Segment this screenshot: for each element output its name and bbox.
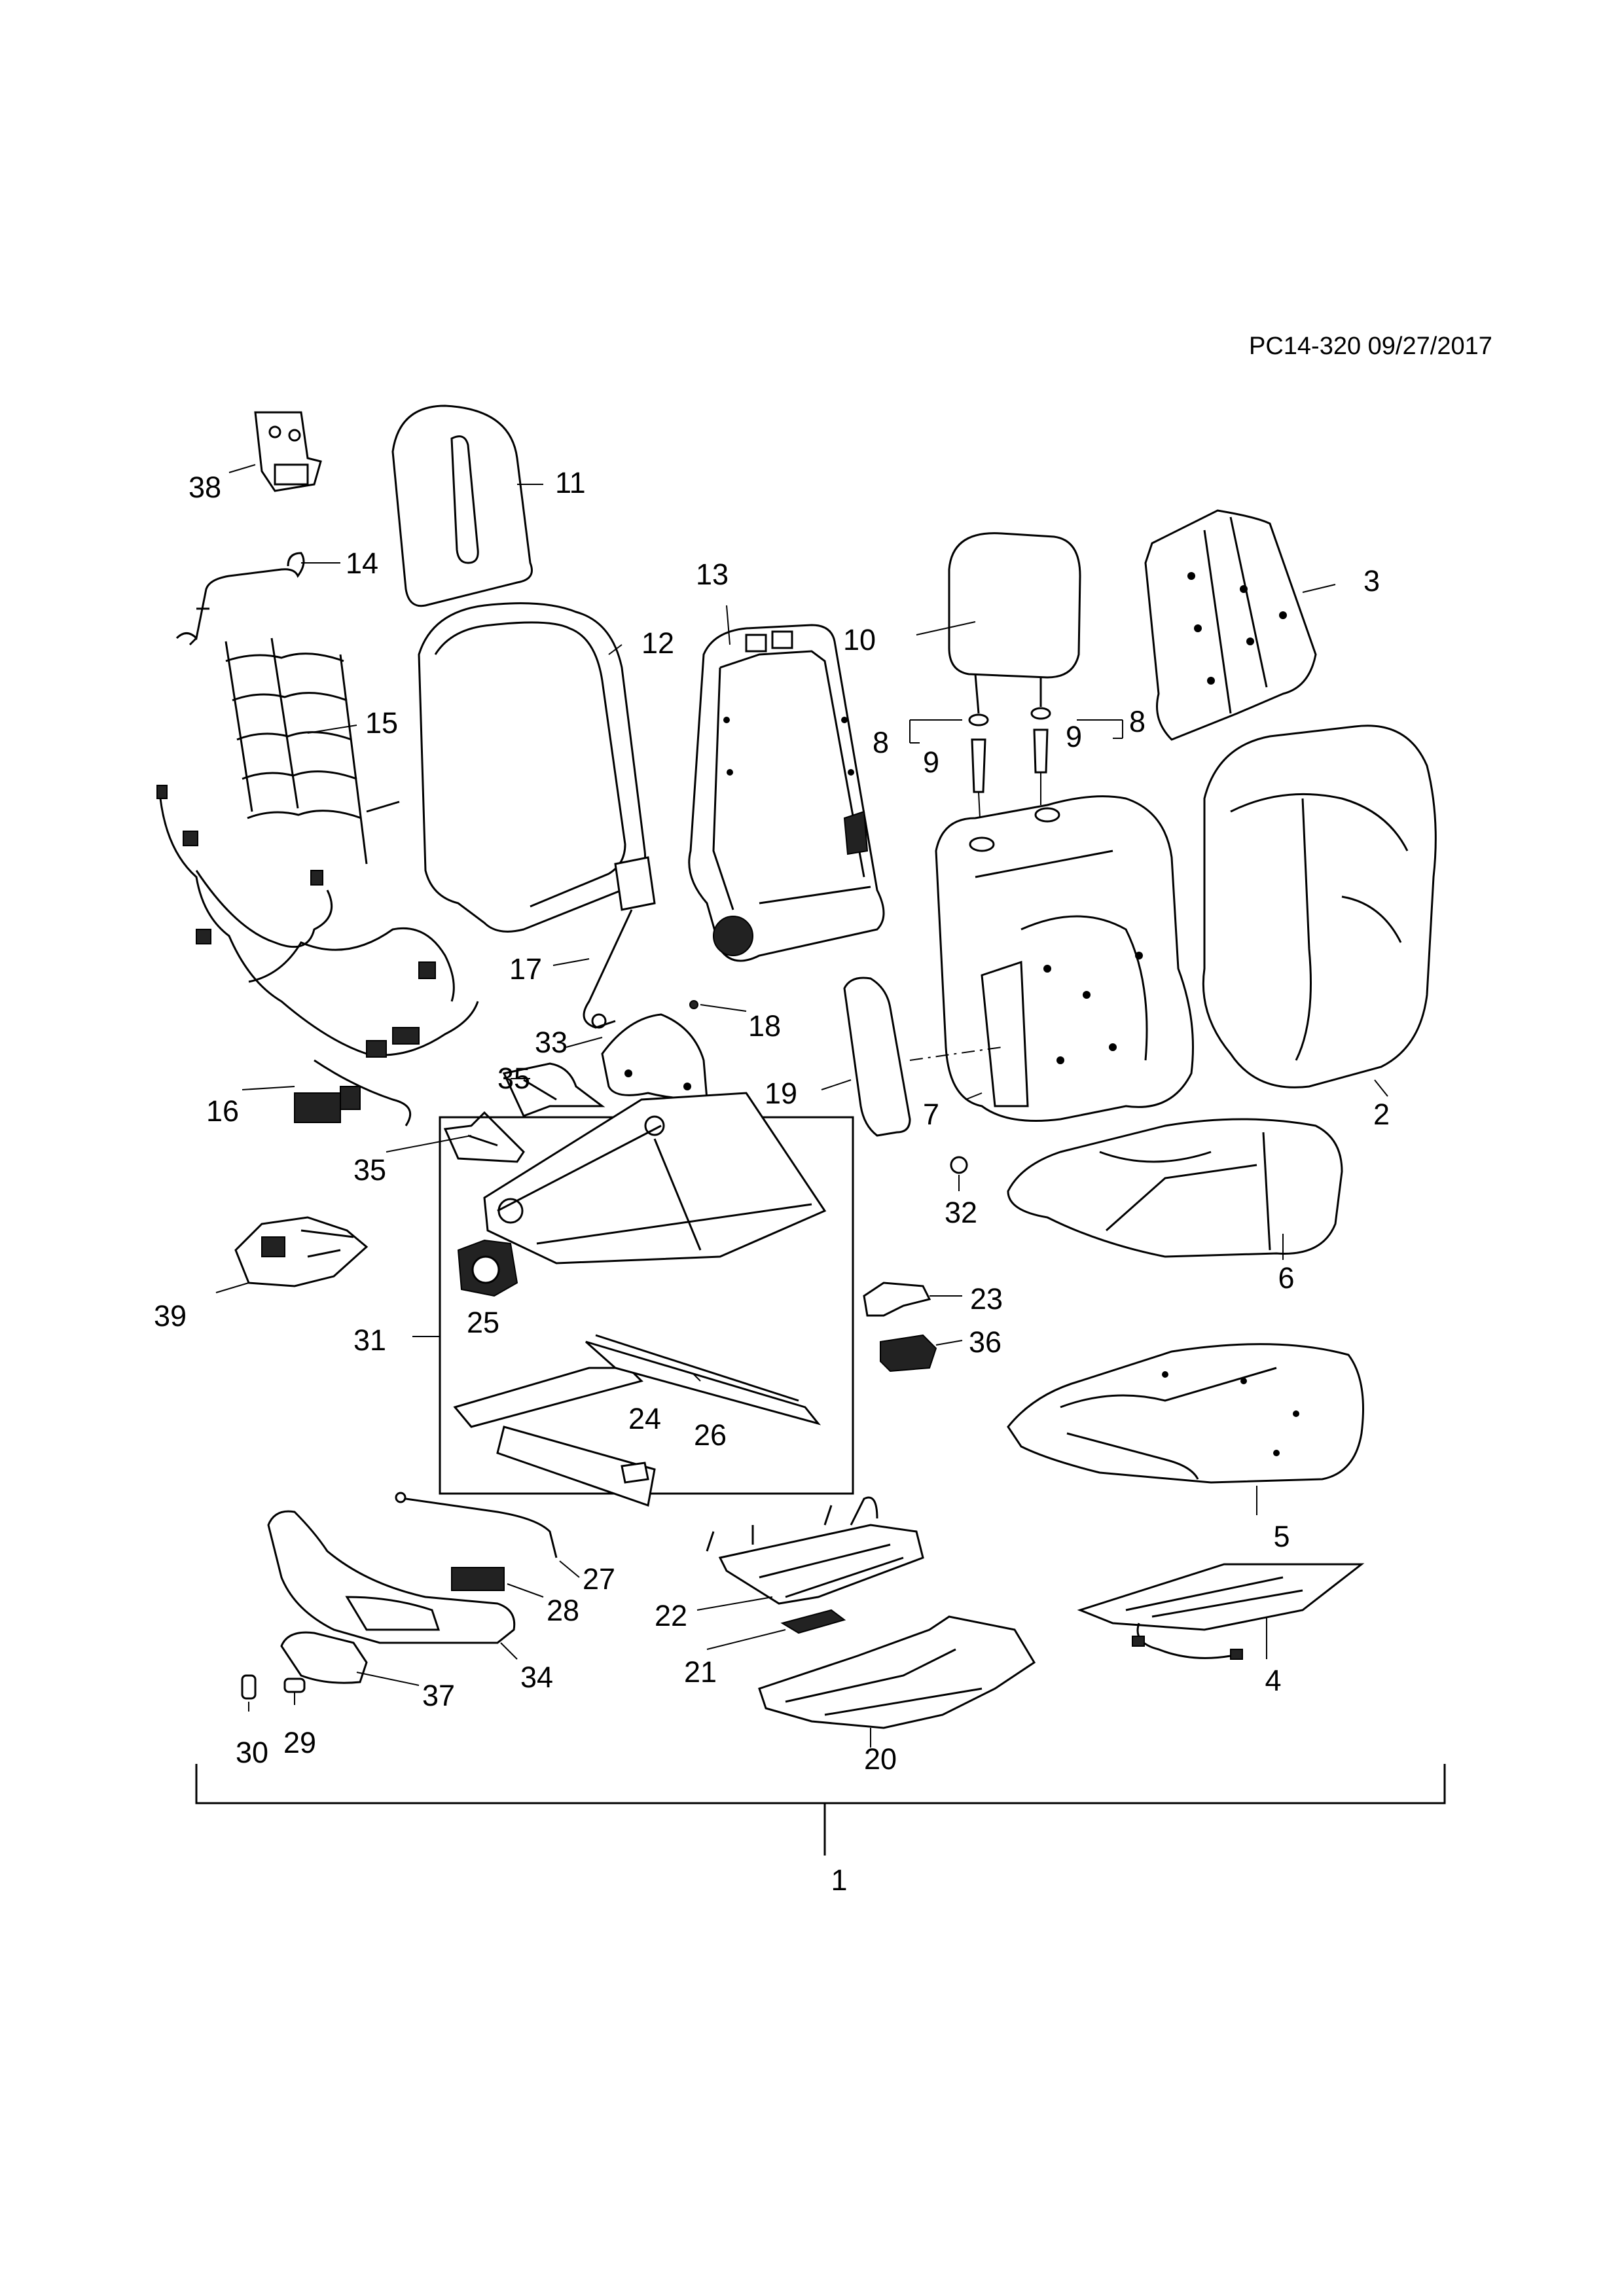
callout-10: 10 (843, 623, 876, 656)
part-10-headrest (948, 532, 1081, 714)
callout-34: 34 (520, 1660, 554, 1694)
part-13-seatback-frame (688, 624, 885, 962)
part-27-cable (395, 1492, 558, 1558)
part-12-seatback-heater (418, 602, 647, 933)
part-22-suspension-mat (706, 1496, 924, 1605)
callout-27: 27 (583, 1562, 616, 1596)
callout-7: 7 (923, 1098, 940, 1131)
callout-9-right: 9 (1066, 720, 1083, 753)
part-37-bezel (280, 1631, 368, 1684)
callout-35-lower: 35 (353, 1153, 387, 1187)
callout-23: 23 (970, 1282, 1003, 1316)
part-2-seatback-cover (1202, 725, 1437, 1088)
callout-25: 25 (466, 1306, 500, 1339)
callout-26: 26 (693, 1418, 727, 1452)
part-29-knob (283, 1677, 306, 1693)
callout-35-upper: 35 (497, 1062, 531, 1095)
callout-20: 20 (863, 1742, 897, 1776)
callout-2: 2 (1373, 1098, 1390, 1131)
part-38-module (254, 411, 322, 492)
part-11-lumbar-pad (391, 404, 533, 607)
callout-14: 14 (346, 547, 379, 580)
callout-29: 29 (283, 1726, 317, 1759)
callout-33: 33 (535, 1026, 568, 1059)
part-33-recliner-cover (601, 1013, 708, 1101)
callout-31: 31 (353, 1323, 387, 1357)
callout-4: 4 (1265, 1664, 1282, 1697)
callout-39: 39 (154, 1299, 187, 1333)
callout-3: 3 (1363, 564, 1380, 598)
callout-37: 37 (422, 1679, 456, 1712)
part-8-9-headrest-guides (968, 707, 1051, 819)
callout-15: 15 (365, 706, 399, 740)
callout-8-left: 8 (873, 726, 890, 759)
part-19-side-airbag (843, 977, 1002, 1137)
part-23-bracket (863, 1282, 931, 1317)
callout-16: 16 (206, 1094, 240, 1128)
callout-17: 17 (509, 952, 543, 986)
callout-24: 24 (628, 1402, 662, 1435)
part-14-suspension-wire (175, 552, 305, 646)
callout-21: 21 (684, 1655, 717, 1689)
part-20-cushion-pan (758, 1615, 1036, 1729)
callout-28: 28 (547, 1594, 580, 1627)
callout-32: 32 (944, 1196, 978, 1229)
callout-8-right: 8 (1129, 705, 1146, 738)
part-7-seatback-pad (935, 795, 1194, 1122)
callout-13: 13 (695, 558, 729, 591)
part-34-side-shield (267, 1510, 516, 1644)
part-18-bolt (689, 1000, 698, 1009)
part-4-seat-heater-pad (1077, 1563, 1365, 1660)
callout-38: 38 (189, 471, 222, 504)
callout-22: 22 (655, 1599, 688, 1632)
callout-36: 36 (969, 1325, 1002, 1359)
leader-lines (195, 464, 1446, 1856)
part-35-bracket-lower (443, 1111, 525, 1163)
part-21-sensor (780, 1609, 846, 1634)
part-31-adjuster-assembly-box (439, 1092, 854, 1507)
part-6-seat-cushion-cover (1007, 1118, 1343, 1258)
callout-19: 19 (765, 1077, 798, 1110)
part-32-clip (950, 1156, 968, 1174)
callout-9-left: 9 (923, 745, 940, 779)
document-id: PC14-320 09/27/2017 (1249, 332, 1492, 360)
callout-5: 5 (1273, 1520, 1290, 1553)
part-30-knob (241, 1674, 257, 1700)
callout-30: 30 (235, 1736, 269, 1769)
part-36-module (880, 1334, 937, 1372)
callout-18: 18 (748, 1009, 782, 1043)
part-28-switch (451, 1567, 505, 1591)
callout-1: 1 (831, 1863, 848, 1897)
callout-11: 11 (555, 466, 586, 499)
part-17-seat-belt-buckle (583, 856, 656, 1029)
callout-12: 12 (641, 626, 675, 660)
part-16-wiring-harness (156, 785, 479, 1126)
part-5-seat-cushion-pad (1007, 1343, 1364, 1484)
part-35-bracket-upper (502, 1062, 605, 1117)
callout-6: 6 (1278, 1261, 1295, 1295)
part-39-control-module (234, 1216, 369, 1287)
part-15-lumbar-support (225, 637, 400, 865)
part-3-seatback-rear-panel (1144, 509, 1317, 741)
